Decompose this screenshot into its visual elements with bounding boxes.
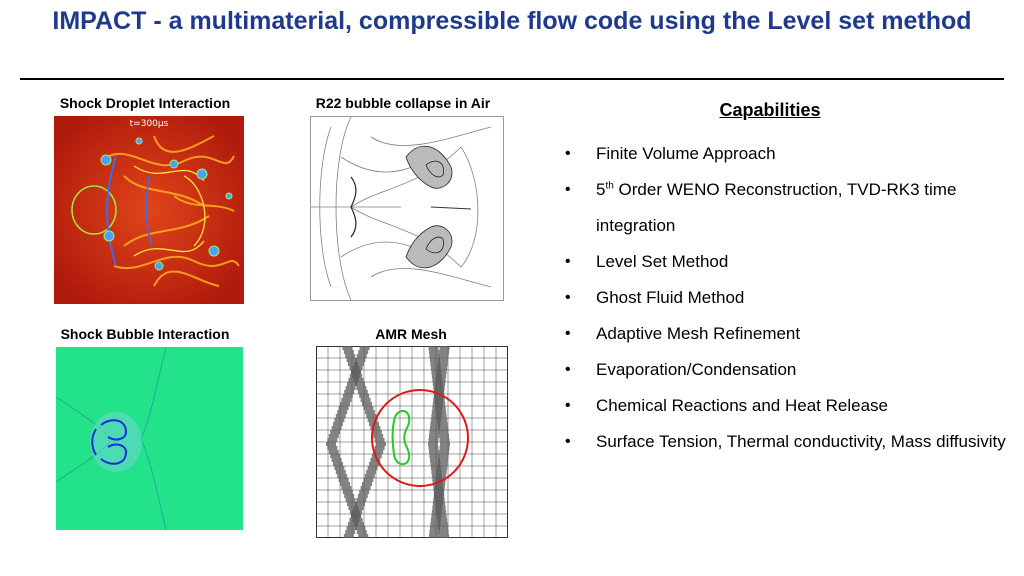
bubble-panel-label: Shock Bubble Interaction (60, 326, 230, 342)
capability-item: Ghost Fluid Method (560, 280, 1010, 316)
capability-item: Evaporation/Condensation (560, 352, 1010, 388)
r22-bubble-image (310, 116, 504, 301)
capability-item: Level Set Method (560, 244, 1010, 280)
bubble-simulation-graphic (56, 347, 243, 530)
droplet-panel-label: Shock Droplet Interaction (59, 95, 231, 111)
capability-item: Adaptive Mesh Refinement (560, 316, 1010, 352)
bubble-simulation-image (56, 347, 243, 530)
r22-panel-label: R22 bubble collapse in Air (315, 95, 491, 111)
droplet-simulation-graphic: t=300μs (54, 116, 244, 304)
slide-title: IMPACT - a multimaterial, compressible f… (52, 7, 972, 35)
capabilities-heading: Capabilities (719, 100, 821, 120)
amr-mesh-image (316, 346, 508, 538)
capability-item: Finite Volume Approach (560, 136, 1010, 172)
capability-item: Surface Tension, Thermal conductivity, M… (560, 424, 1010, 460)
title-divider (20, 78, 1004, 80)
capability-item: Chemical Reactions and Heat Release (560, 388, 1010, 424)
droplet-simulation-image: t=300μs (54, 116, 244, 304)
capability-item: 5th Order WENO Reconstruction, TVD-RK3 t… (560, 172, 1010, 244)
droplet-time-label: t=300μs (130, 119, 169, 129)
amr-panel-label: AMR Mesh (375, 326, 447, 342)
amr-mesh-graphic (316, 346, 508, 538)
capabilities-list: Finite Volume Approach 5th Order WENO Re… (560, 136, 1010, 460)
r22-bubble-graphic (311, 117, 492, 300)
